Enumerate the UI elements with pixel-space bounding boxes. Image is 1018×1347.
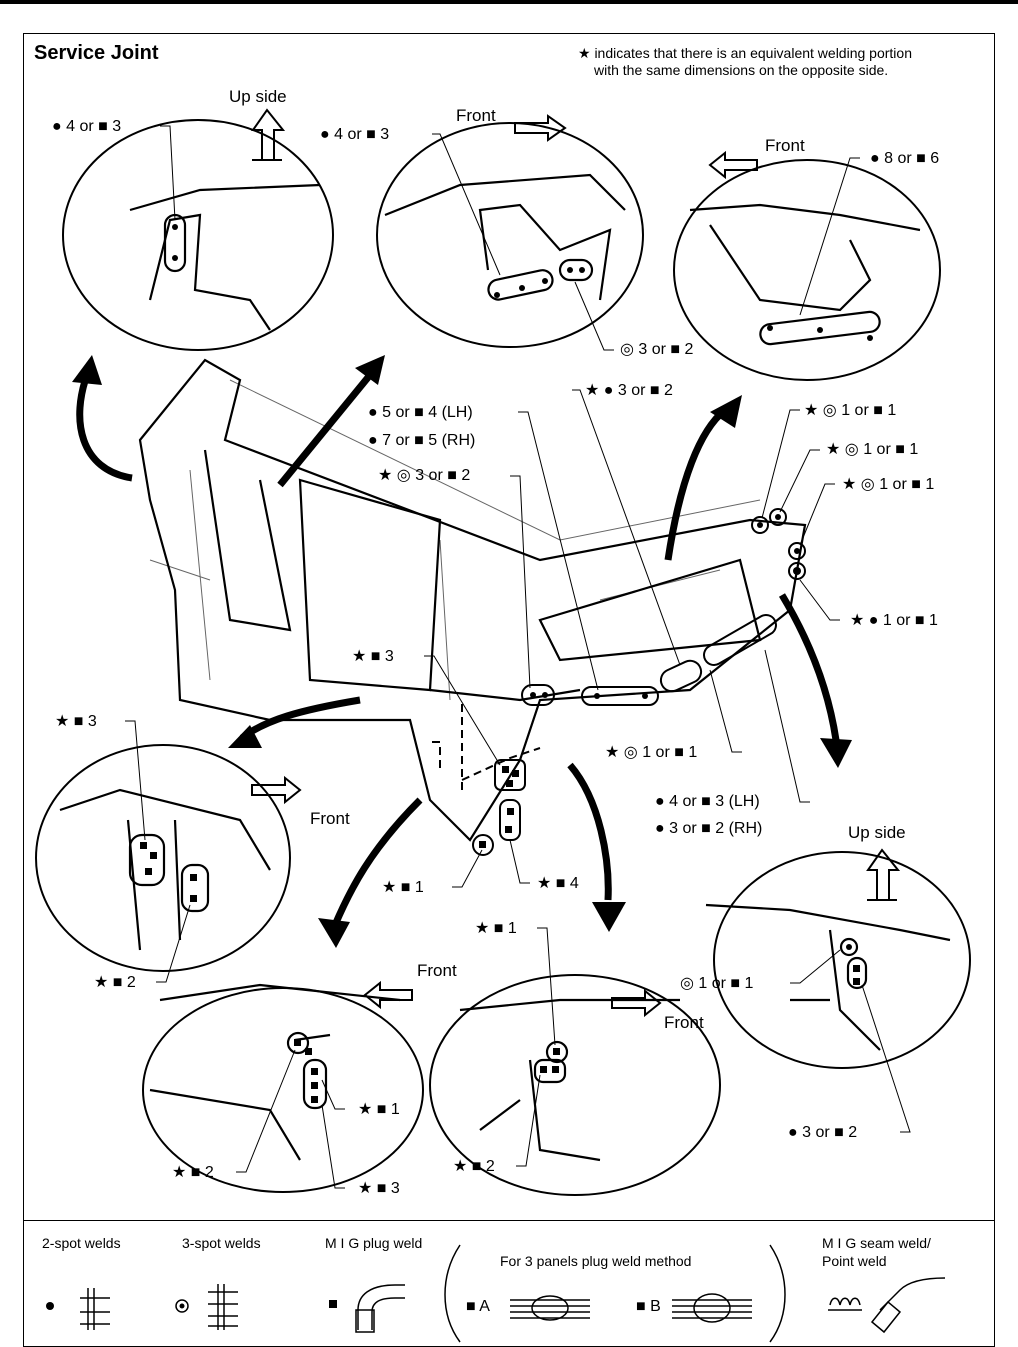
detail-view-upper-right	[673, 159, 941, 381]
weld-callout: ★ ■ 3	[55, 713, 97, 730]
leader-lines	[125, 125, 911, 1189]
weld-callout: ● 7 or ■ 5 (RH)	[368, 432, 476, 449]
legend-mig-seam-label: M I G seam weld/	[822, 1235, 931, 1251]
weld-callout: ◎ 3 or ■ 2	[620, 341, 694, 358]
weld-callout: ★ ■ 2	[94, 974, 136, 991]
main-body-weld-spots	[479, 514, 801, 848]
direction-arrows	[251, 108, 901, 1018]
legend-point-weld-label: Point weld	[822, 1253, 887, 1269]
weld-callout: ★ ■ 2	[172, 1164, 214, 1181]
up-side-label: Up side	[848, 823, 906, 842]
top-rule	[0, 0, 1018, 4]
weld-callout: ★ ◎ 1 or ■ 1	[605, 744, 698, 761]
weld-callout: ★ ◎ 1 or ■ 1	[842, 476, 935, 493]
legend-two-spot-label: 2-spot welds	[42, 1235, 121, 1251]
legend-three-spot-label: 3-spot welds	[182, 1235, 261, 1251]
detail-view-upper-middle	[376, 122, 644, 348]
detail-pointer-arrows	[76, 370, 840, 927]
up-side-label: Up side	[229, 87, 287, 106]
weld-callout-upper-right: ● 8 or ■ 6	[870, 150, 940, 167]
core-support-outline	[138, 358, 807, 842]
legend-symbol-fills	[46, 1299, 337, 1313]
weld-callout: ◎ 1 or ■ 1	[680, 975, 754, 992]
symmetry-note: ★ indicates that there is an equivalent …	[578, 45, 912, 79]
weld-callout-upper-left: ● 4 or ■ 3	[52, 118, 122, 135]
note-line-2: with the same dimensions on the opposite…	[594, 62, 889, 78]
front-label: Front	[310, 809, 350, 828]
weld-callout: ● 5 or ■ 4 (LH)	[368, 404, 473, 421]
legend-mig-plug-label: M I G plug weld	[325, 1235, 423, 1251]
weld-callout: ★ ■ 1	[382, 879, 424, 896]
weld-callout: ★ ■ 2	[453, 1158, 495, 1175]
legend-three-panels-label: For 3 panels plug weld method	[500, 1253, 692, 1269]
detail-view-middle-left	[35, 744, 291, 972]
detail-weld-spots	[140, 224, 873, 1103]
weld-callout: ★ ■ 1	[358, 1101, 400, 1118]
detail-view-lower-right	[429, 974, 721, 1196]
weld-callout: ★ ■ 3	[358, 1180, 400, 1197]
front-label: Front	[765, 136, 805, 155]
detail-pointer-arrowheads	[72, 355, 852, 948]
main-body-weld-markers	[472, 508, 806, 856]
front-label: Front	[456, 106, 496, 125]
weld-callout-upper-middle: ● 4 or ■ 3	[320, 126, 390, 143]
weld-callout: ● 3 or ■ 2	[788, 1124, 858, 1141]
weld-callout: ● 4 or ■ 3 (LH)	[655, 793, 760, 810]
detail-view-middle-right	[713, 851, 971, 1069]
weld-callout: ★ ● 3 or ■ 2	[585, 382, 673, 399]
hidden-lines	[432, 700, 541, 790]
weld-callout: ★ ■ 3	[352, 648, 394, 665]
detail-sketches	[59, 173, 951, 1162]
weld-callout: ★ ■ 4	[537, 875, 579, 892]
detail-view-upper-left	[62, 119, 334, 351]
page-title: Service Joint	[34, 42, 159, 64]
detail-view-lower-left	[142, 987, 424, 1193]
weld-callout: ★ ● 1 or ■ 1	[850, 612, 938, 629]
legend-method-b: ■ B	[636, 1298, 661, 1315]
front-label: Front	[664, 1013, 704, 1032]
weld-callout: ★ ◎ 1 or ■ 1	[804, 402, 897, 419]
weld-callout: ★ ■ 1	[475, 920, 517, 937]
legend-divider	[23, 1220, 995, 1221]
weld-callout: ★ ◎ 3 or ■ 2	[378, 467, 471, 484]
weld-callout: ● 3 or ■ 2 (RH)	[655, 820, 763, 837]
weld-callout: ★ ◎ 1 or ■ 1	[826, 441, 919, 458]
front-label: Front	[417, 961, 457, 980]
note-line-1: ★ indicates that there is an equivalent …	[578, 45, 912, 61]
legend-symbols	[80, 1244, 946, 1343]
legend-method-a: ■ A	[466, 1298, 490, 1315]
